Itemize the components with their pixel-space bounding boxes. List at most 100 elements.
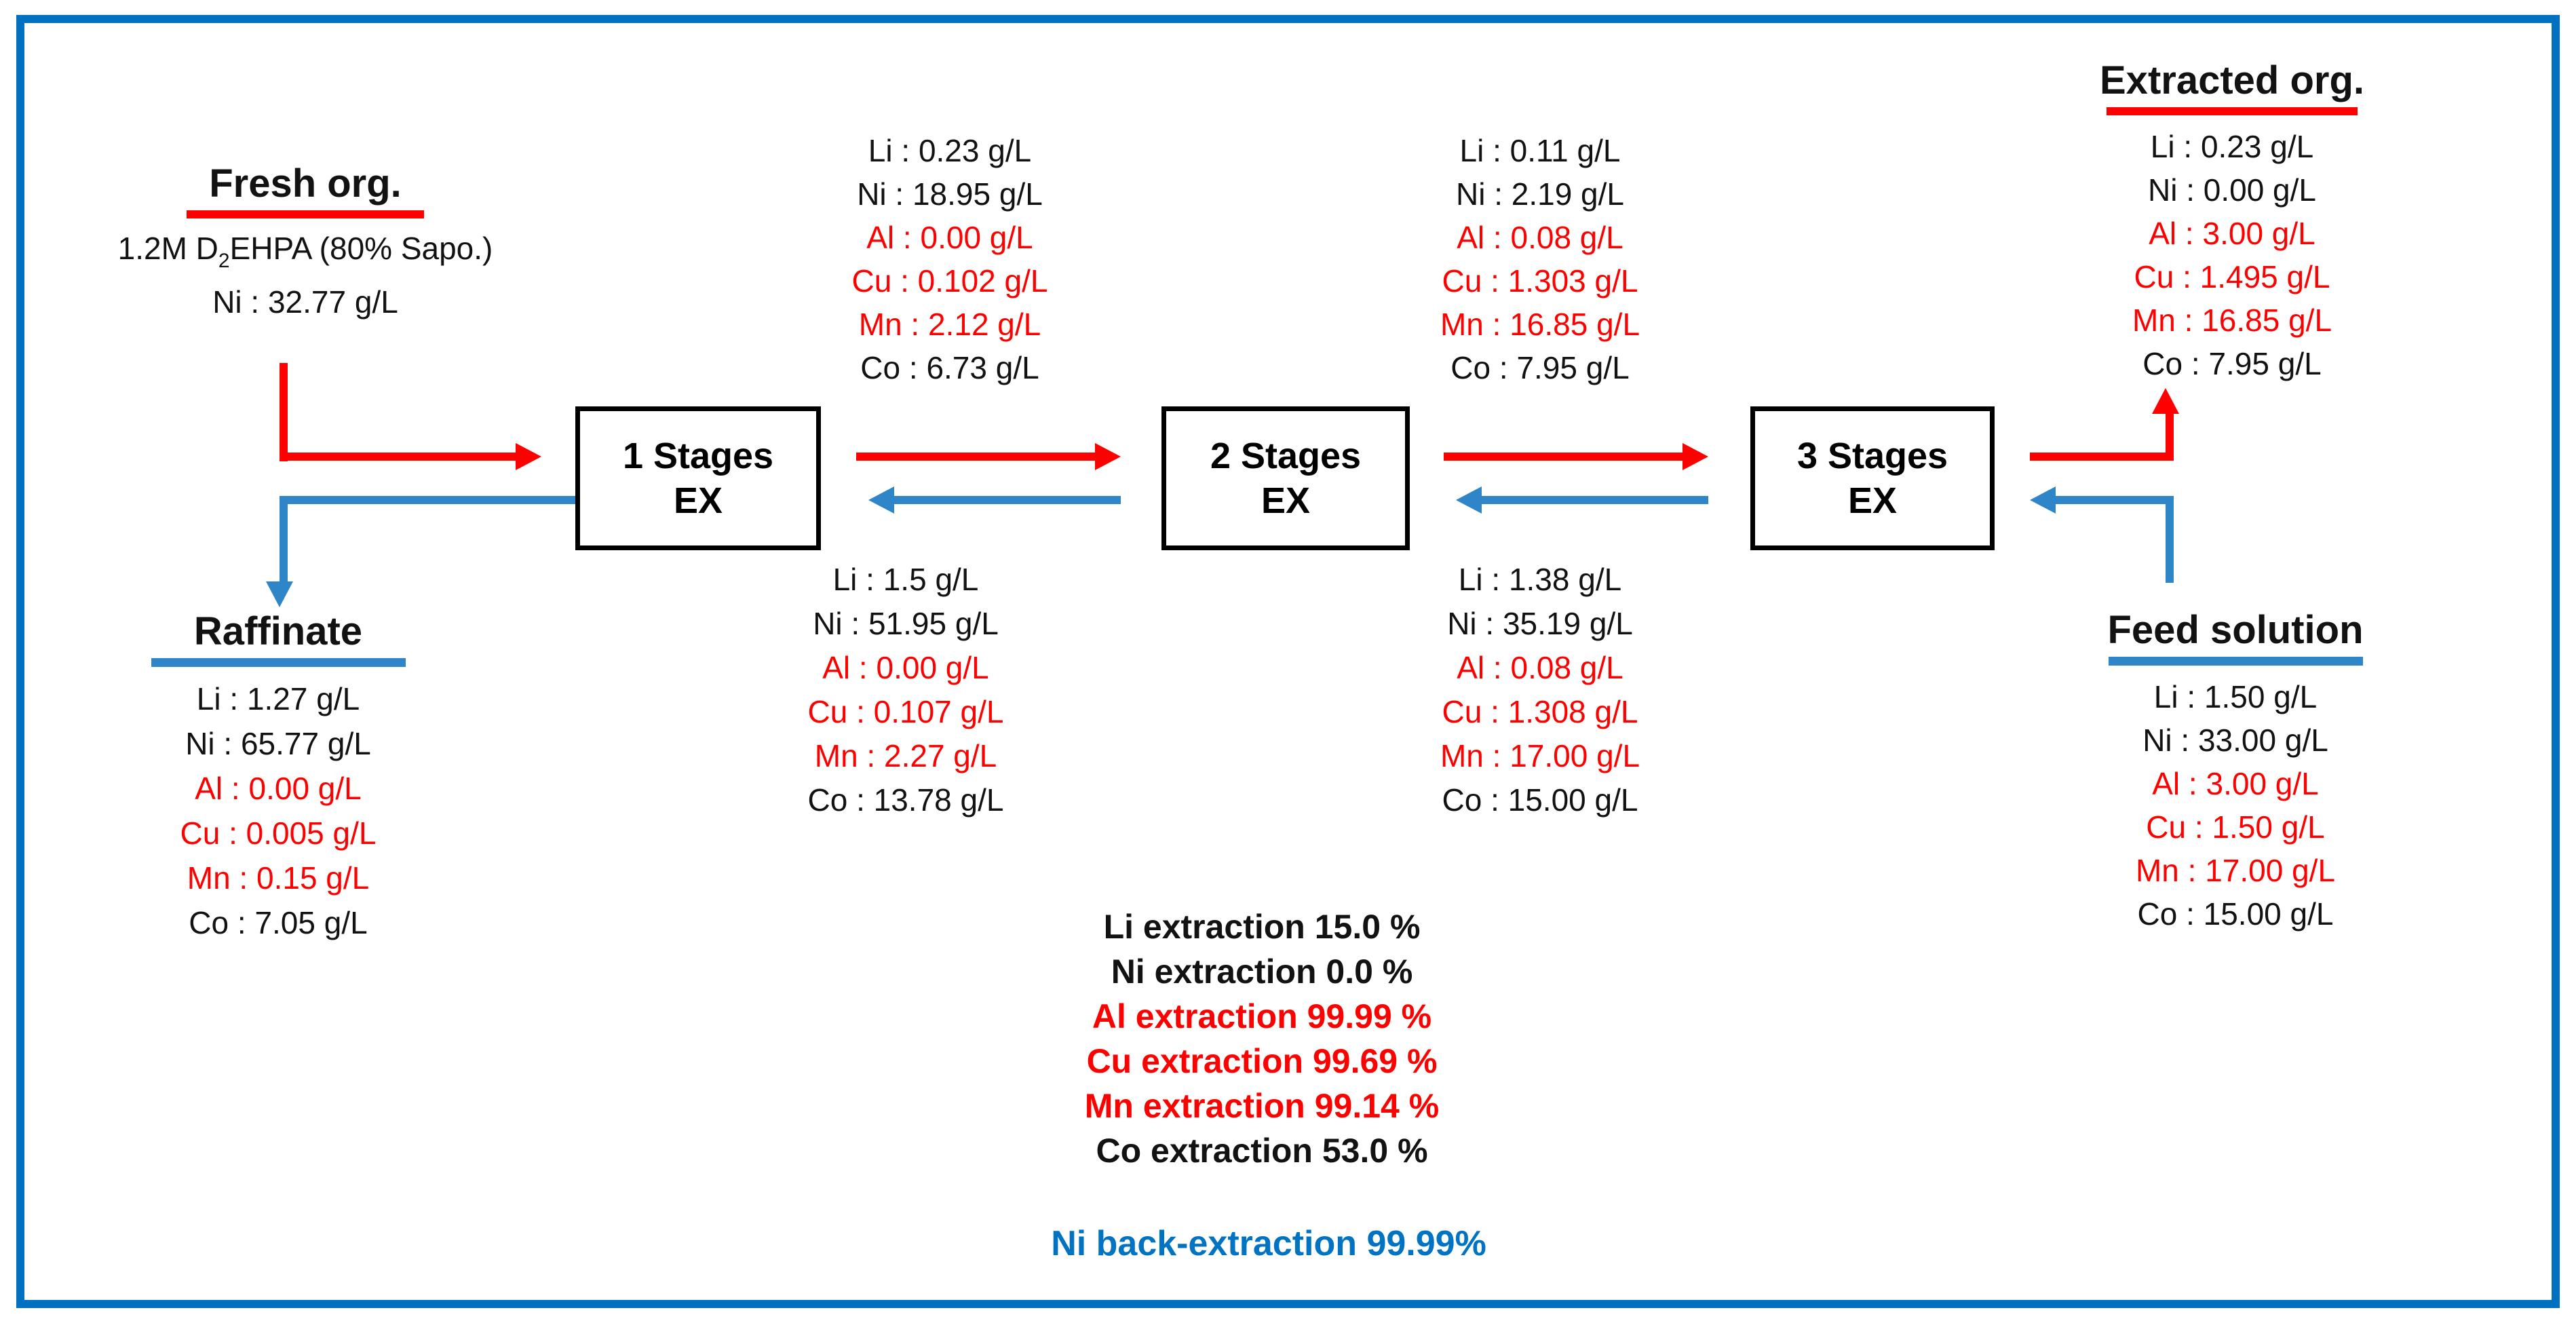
feed-solution-group: Feed solution Li : 1.50 g/L Ni : 33.00 g… [2029, 609, 2442, 936]
aqueous-stream-3-2-values: Li : 1.38 g/L Ni : 35.19 g/L Al : 0.08 g… [1337, 558, 1744, 822]
value-line: Al : 0.00 g/L [822, 650, 989, 685]
outer-border [16, 15, 2560, 1308]
raffinate-arrowhead-down-icon [266, 581, 293, 607]
value-line: Al : 0.08 g/L [1457, 220, 1623, 255]
fresh-org-title: Fresh org. [209, 161, 402, 206]
fresh-org-line1-suffix: EHPA (80% Sapo.) [229, 231, 493, 266]
raffinate-arrow-horizontal [288, 496, 575, 504]
organic-stream-2-3-values: Li : 0.11 g/L Ni : 2.19 g/L Al : 0.08 g/… [1337, 129, 1744, 389]
feed-solution-blue-underline [2108, 657, 2363, 666]
aqueous-arrowhead-2-1-icon [868, 486, 894, 514]
stage-box-3-ex: 3 Stages EX [1750, 406, 1995, 550]
extracted-org-title: Extracted org. [2100, 58, 2364, 102]
raffinate-arrow-vertical [280, 496, 288, 581]
fresh-org-line1-subscript: 2 [218, 250, 230, 272]
fresh-org-group: Fresh org. 1.2M D2EHPA (80% Sapo.) Ni : … [98, 163, 512, 322]
extracted-org-group: Extracted org. Li : 0.23 g/L Ni : 0.00 g… [2025, 60, 2439, 385]
fresh-org-composition: 1.2M D2EHPA (80% Sapo.) [98, 228, 512, 282]
value-line: Co : 7.95 g/L [1450, 350, 1630, 385]
value-line: Mn : 16.85 g/L [2132, 303, 2332, 338]
value-line: Li : 0.11 g/L [1459, 133, 1621, 168]
stage-box-label: 3 Stages [1796, 436, 1948, 476]
feed-arrowhead-left-icon [2030, 486, 2056, 514]
summary-line: Cu extraction 99.69 % [1086, 1042, 1438, 1080]
value-line: Cu : 1.495 g/L [2134, 259, 2330, 294]
value-line: Mn : 16.85 g/L [1440, 307, 1640, 342]
fresh-org-ni-value: Ni : 32.77 g/L [212, 284, 398, 320]
aqueous-stream-2-1-values: Li : 1.5 g/L Ni : 51.95 g/L Al : 0.00 g/… [702, 558, 1109, 822]
extracted-org-arrowhead-up-icon [2152, 388, 2179, 414]
value-line: Co : 13.78 g/L [807, 782, 1004, 818]
value-line: Ni : 33.00 g/L [2142, 723, 2328, 758]
stage-box-label: EX [673, 480, 723, 521]
feed-solution-values: Li : 1.50 g/L Ni : 33.00 g/L Al : 3.00 g… [2029, 675, 2442, 936]
feed-solution-title: Feed solution [2107, 608, 2364, 652]
value-line: Mn : 0.15 g/L [187, 860, 370, 896]
value-line: Li : 1.27 g/L [196, 681, 360, 716]
extracted-org-values: Li : 0.23 g/L Ni : 0.00 g/L Al : 3.00 g/… [2025, 125, 2439, 385]
aqueous-arrowhead-3-2-icon [1456, 486, 1482, 514]
aqueous-arrow-3-2 [1482, 496, 1708, 504]
stage-box-label: 2 Stages [1210, 436, 1362, 476]
extraction-summary: Li extraction 15.0 % Ni extraction 0.0 %… [991, 904, 1533, 1173]
value-line: Mn : 17.00 g/L [2135, 853, 2336, 888]
stage-box-label: EX [1847, 480, 1898, 521]
organic-arrow-2-3 [1444, 453, 1683, 461]
value-line: Co : 7.95 g/L [2142, 346, 2322, 381]
organic-stream-1-2-values: Li : 0.23 g/L Ni : 18.95 g/L Al : 0.00 g… [746, 129, 1153, 389]
summary-line: Co extraction 53.0 % [1096, 1132, 1428, 1170]
feed-arrow-horizontal [2056, 496, 2174, 504]
value-line: Ni : 0.00 g/L [2147, 172, 2317, 208]
value-line: Co : 6.73 g/L [860, 350, 1039, 385]
value-line: Co : 15.00 g/L [2137, 896, 2334, 932]
value-line: Cu : 0.005 g/L [180, 816, 377, 851]
raffinate-title: Raffinate [193, 609, 363, 653]
value-line: Al : 0.00 g/L [866, 220, 1033, 255]
stage-box-label: 1 Stages [622, 436, 774, 476]
value-line: Co : 7.05 g/L [189, 905, 368, 940]
fresh-org-line1-prefix: 1.2M D [117, 231, 218, 266]
summary-line: Mn extraction 99.14 % [1084, 1087, 1440, 1125]
fresh-org-arrowhead-right-icon [516, 443, 541, 470]
aqueous-arrow-2-1 [894, 496, 1121, 504]
value-line: Cu : 1.50 g/L [2146, 809, 2325, 845]
feed-arrow-vertical [2166, 496, 2174, 583]
value-line: Cu : 0.107 g/L [807, 694, 1004, 729]
summary-line: Ni extraction 0.0 % [1111, 953, 1413, 991]
raffinate-values: Li : 1.27 g/L Ni : 65.77 g/L Al : 0.00 g… [71, 676, 485, 945]
value-line: Li : 0.23 g/L [868, 133, 1032, 168]
raffinate-blue-underline [151, 658, 406, 667]
value-line: Cu : 0.102 g/L [851, 263, 1048, 299]
value-line: Mn : 2.12 g/L [858, 307, 1041, 342]
organic-arrowhead-1-2-icon [1095, 443, 1121, 470]
extracted-org-arrow-horizontal [2030, 453, 2174, 461]
summary-line: Al extraction 99.99 % [1092, 997, 1432, 1035]
ni-back-extraction-note: Ni back-extraction 99.99% [1051, 1224, 1486, 1263]
value-line: Ni : 2.19 g/L [1455, 176, 1625, 212]
value-line: Ni : 35.19 g/L [1447, 606, 1633, 641]
raffinate-group: Raffinate Li : 1.27 g/L Ni : 65.77 g/L A… [71, 611, 485, 945]
value-line: Li : 1.38 g/L [1458, 562, 1622, 597]
stage-box-2-ex: 2 Stages EX [1161, 406, 1410, 550]
value-line: Mn : 17.00 g/L [1440, 738, 1640, 773]
value-line: Co : 15.00 g/L [1442, 782, 1638, 818]
value-line: Mn : 2.27 g/L [814, 738, 997, 773]
value-line: Ni : 18.95 g/L [857, 176, 1043, 212]
value-line: Al : 0.00 g/L [195, 771, 362, 806]
value-line: Al : 3.00 g/L [2149, 216, 2315, 251]
stage-box-1-ex: 1 Stages EX [575, 406, 821, 550]
organic-arrow-1-2 [856, 453, 1095, 461]
value-line: Cu : 1.303 g/L [1442, 263, 1638, 299]
value-line: Cu : 1.308 g/L [1442, 694, 1638, 729]
fresh-org-arrow-horizontal [280, 453, 516, 461]
organic-arrowhead-2-3-icon [1683, 443, 1708, 470]
summary-line: Li extraction 15.0 % [1103, 908, 1421, 946]
value-line: Li : 0.23 g/L [2150, 129, 2314, 164]
extracted-org-arrow-vertical [2166, 414, 2174, 461]
value-line: Ni : 51.95 g/L [813, 606, 999, 641]
stage-box-label: EX [1261, 480, 1311, 521]
value-line: Ni : 65.77 g/L [185, 726, 371, 761]
fresh-org-red-underline [187, 210, 424, 218]
value-line: Li : 1.50 g/L [2153, 679, 2318, 714]
